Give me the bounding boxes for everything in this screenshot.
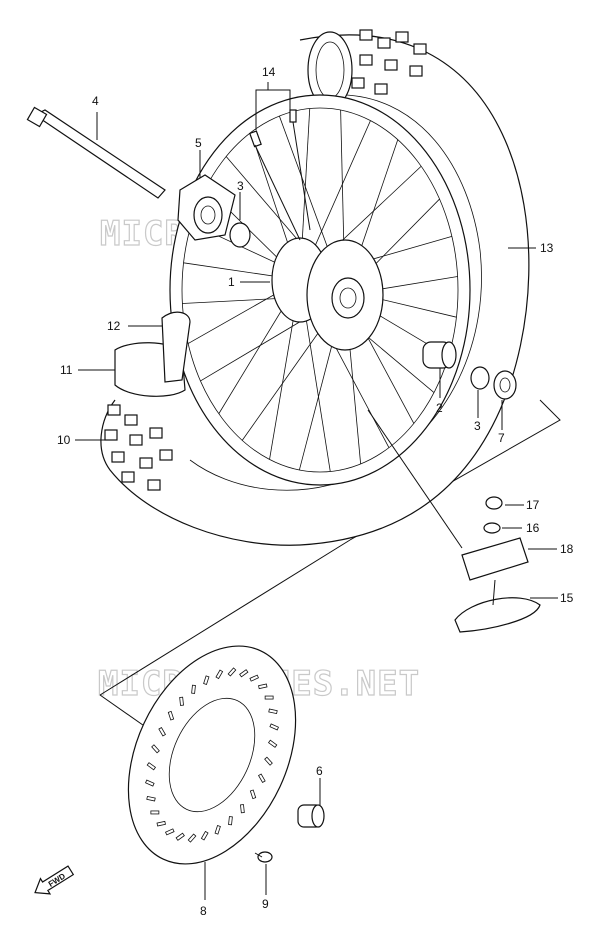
hub [271, 237, 384, 351]
fwd-arrow-icon: FWD [34, 865, 75, 895]
disc-slot [258, 773, 266, 784]
callout-1: 1 [228, 275, 235, 289]
spacer-left [229, 222, 251, 248]
disc-slot [146, 762, 157, 771]
disc-slot [269, 723, 279, 731]
disc-slot [215, 669, 224, 680]
disc-slot [146, 795, 156, 802]
disc-slot [179, 696, 184, 706]
disc-slot [191, 684, 196, 694]
callout-6: 6 [316, 764, 323, 778]
callout-11: 11 [60, 363, 73, 377]
callout-3-top: 3 [237, 179, 244, 193]
disc-slot [156, 820, 166, 827]
disc-slot [145, 779, 155, 787]
callout-4: 4 [92, 94, 99, 108]
tire-tread-top [307, 29, 427, 109]
disc-slot [214, 825, 221, 835]
disc-bolt [254, 851, 273, 863]
disc-slot [239, 669, 249, 678]
spoke-nipple-parts [249, 109, 311, 241]
disc-slot [150, 810, 160, 815]
disc-slot [158, 726, 166, 737]
disc-slot [187, 833, 197, 843]
callout-16: 16 [526, 521, 540, 535]
disc-slot [167, 710, 175, 721]
disc-slot [228, 816, 233, 826]
callout-9: 9 [262, 897, 269, 911]
brake-disc [127, 645, 297, 865]
disc-slot [240, 804, 245, 814]
disc-slot [203, 675, 210, 685]
callout-3-bottom: 3 [474, 419, 481, 433]
callout-12: 12 [107, 319, 121, 333]
inner-tube-valve [454, 579, 541, 633]
callout-10: 10 [57, 433, 71, 447]
callout-labels: 1 2 3 3 4 5 6 7 8 9 10 11 12 13 14 15 16… [57, 65, 574, 918]
callout-7: 7 [498, 431, 505, 445]
rim-band [161, 311, 191, 383]
disc-slot [200, 830, 209, 841]
disc-slot [258, 683, 268, 690]
tire-tread-left [104, 404, 173, 491]
callout-2: 2 [436, 401, 443, 415]
callout-5: 5 [195, 136, 202, 150]
callout-14: 14 [262, 65, 276, 79]
spacer-right [470, 366, 490, 390]
callout-8: 8 [200, 904, 207, 918]
axle [26, 106, 166, 199]
leader-lines [75, 82, 558, 900]
disc-slot [267, 739, 278, 748]
disc-slot [249, 674, 259, 682]
disc-slot [264, 695, 274, 700]
callout-15: 15 [560, 591, 574, 605]
disc-slot [264, 756, 273, 766]
disc-slot [227, 667, 237, 677]
disc-slot [268, 708, 278, 715]
disc-slot [175, 832, 185, 841]
callout-17: 17 [526, 498, 540, 512]
speedometer-gearbox [177, 174, 236, 241]
collar [297, 804, 325, 828]
oil-seal [493, 370, 517, 400]
rim-lock [461, 537, 529, 581]
disc-slot [165, 828, 175, 836]
disc-slot [151, 744, 160, 754]
callout-13: 13 [540, 241, 554, 255]
bearing [422, 341, 457, 369]
disc-slot [249, 789, 257, 800]
callout-18: 18 [560, 542, 574, 556]
valve-washer [483, 522, 501, 534]
valve-nut [485, 496, 503, 510]
valve-guide [367, 409, 463, 549]
